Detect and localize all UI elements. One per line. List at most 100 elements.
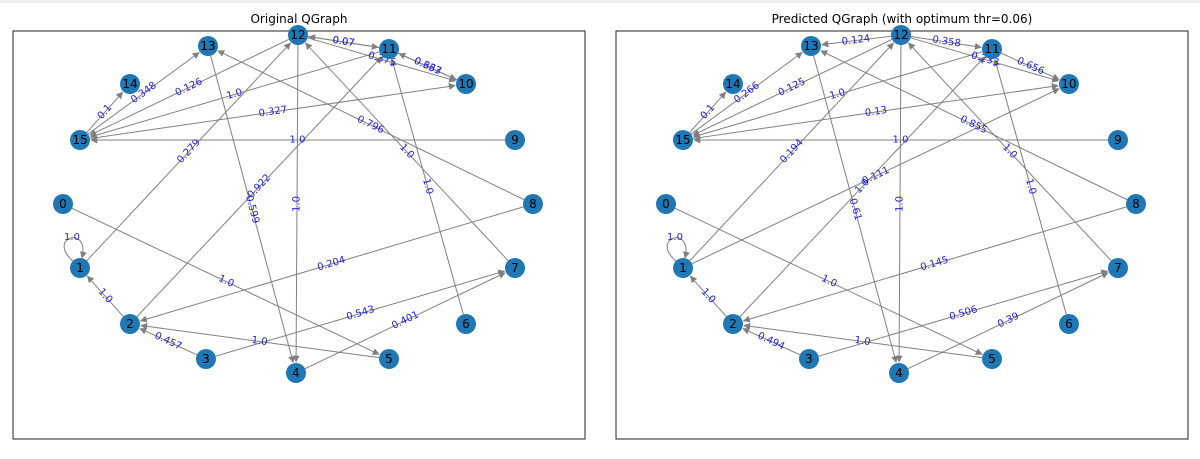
edge-2-to-1 (689, 275, 727, 317)
node-label: 15 (72, 133, 87, 147)
node-label: 13 (200, 39, 215, 53)
node-label: 7 (1114, 261, 1122, 275)
predicted-qgraph-panel: Predicted QGraph (with optimum thr=0.06)… (615, 12, 1189, 440)
edge-weight-label: 0.327 (258, 104, 288, 119)
node-circle (982, 39, 1002, 59)
panel-title: Predicted QGraph (with optimum thr=0.06) (772, 12, 1033, 26)
node-12: 12 (891, 25, 911, 45)
edge-3-to-7 (215, 269, 506, 357)
edge-7-to-12 (908, 42, 1112, 262)
edge-11-to-15 (692, 51, 983, 139)
node-13: 13 (198, 36, 218, 56)
node-label: 3 (805, 352, 813, 366)
node-circle (1108, 258, 1128, 278)
node-circle (523, 194, 543, 214)
node-4: 4 (889, 363, 909, 383)
edge-8-to-2 (742, 206, 1127, 323)
node-label: 2 (126, 317, 134, 331)
edge-weight-label: 1.0 (225, 87, 243, 102)
node-label: 10 (1061, 77, 1076, 91)
edge-12-to-10 (910, 37, 1060, 83)
edge-weight-label: 0.07 (332, 35, 356, 49)
node-8: 8 (523, 194, 543, 214)
node-1: 1 (70, 258, 90, 278)
node-circle (1108, 130, 1128, 150)
node-8: 8 (1126, 194, 1146, 214)
edge-3-to-2 (742, 328, 801, 356)
node-circle (505, 258, 525, 278)
node-label: 11 (381, 42, 396, 56)
node-15: 15 (673, 130, 693, 150)
edge-15-to-10 (692, 83, 1059, 140)
node-0: 0 (656, 194, 676, 214)
node-circle (70, 258, 90, 278)
node-6: 6 (1059, 314, 1079, 334)
node-label: 8 (529, 197, 537, 211)
node-label: 1 (679, 261, 687, 275)
node-6: 6 (456, 314, 476, 334)
edge-15-to-10 (89, 83, 456, 140)
edge-15-to-13 (87, 52, 200, 135)
node-circle (799, 349, 819, 369)
node-label: 12 (893, 28, 908, 42)
edge-layer (63, 34, 525, 370)
node-circle (1059, 74, 1079, 94)
edge-weight-label: 1.0 (1023, 177, 1038, 195)
edge-11-to-10 (1000, 52, 1060, 81)
node-11: 11 (379, 39, 399, 59)
edge-2-to-1 (86, 275, 124, 317)
node-label: 6 (1065, 317, 1073, 331)
edge-11-to-12 (308, 34, 380, 48)
edge-1-to-10 (691, 88, 1060, 265)
node-3: 3 (196, 349, 216, 369)
edge-13-to-4 (210, 55, 295, 364)
node-5: 5 (982, 349, 1002, 369)
edge-0-to-5 (674, 207, 983, 355)
self-loop-edge (666, 237, 690, 262)
edge-weight-label: 1.0 (291, 196, 302, 212)
edge-1-to-12 (689, 42, 894, 262)
edge-2-to-11 (136, 56, 382, 318)
node-circle (723, 74, 743, 94)
edge-weight-label: 0.124 (841, 33, 871, 47)
edge-layer (666, 35, 1128, 370)
edge-weight-label: 1.0 (667, 232, 683, 243)
node-label: 5 (988, 352, 996, 366)
edge-15-to-14 (689, 91, 727, 133)
panel-title: Original QGraph (250, 12, 347, 26)
node-circle (286, 363, 306, 383)
self-loop-edge (63, 237, 87, 262)
edge-weight-label: 0.358 (932, 34, 962, 49)
edge-2-to-11 (739, 56, 985, 318)
node-9: 9 (505, 130, 525, 150)
node-label: 1 (76, 261, 84, 275)
node-circle (198, 36, 218, 56)
node-label: 9 (511, 133, 519, 147)
node-circle (53, 194, 73, 214)
node-label: 3 (202, 352, 210, 366)
node-0: 0 (53, 194, 73, 214)
top-separator (0, 0, 1200, 3)
node-circle (673, 130, 693, 150)
node-7: 7 (505, 258, 525, 278)
node-15: 15 (70, 130, 90, 150)
node-label: 13 (803, 39, 818, 53)
node-5: 5 (379, 349, 399, 369)
edge-weight-label: 0.13 (864, 105, 888, 119)
edge-6-to-11 (390, 58, 464, 315)
edge-weight-label: 1.0 (894, 196, 905, 212)
edge-3-to-7 (818, 269, 1109, 357)
node-circle (120, 74, 140, 94)
node-12: 12 (288, 25, 308, 45)
node-10: 10 (1059, 74, 1079, 94)
node-label: 4 (292, 366, 300, 380)
edge-11-to-15 (89, 51, 380, 139)
edge-15-to-14 (86, 91, 124, 133)
node-circle (379, 349, 399, 369)
node-label: 9 (1114, 133, 1122, 147)
edge-10-to-11 (398, 52, 458, 81)
edge-4-to-7 (907, 272, 1109, 370)
